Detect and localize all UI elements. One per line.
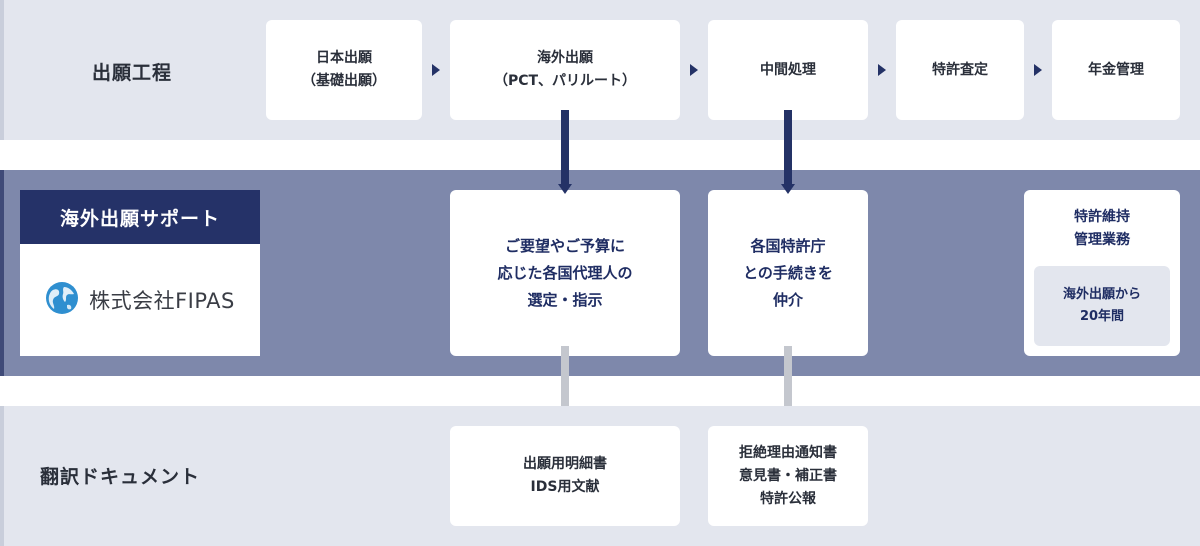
chevron-right-icon: [432, 64, 440, 76]
globe-icon: [45, 281, 79, 319]
process-step-foreign-filing: 海外出願 （PCT、パリルート）: [450, 20, 680, 120]
arrow-line-support-to-notice: [784, 346, 792, 420]
arrow-line-office-to-support: [784, 110, 792, 184]
translation-label: 翻訳ドキュメント: [40, 466, 201, 488]
company-logo: 株式会社FIPAS: [20, 244, 260, 356]
process-step-office-action: 中間処理: [708, 20, 868, 120]
company-card: 海外出願サポート 株式会社FIPAS: [20, 190, 260, 356]
arrow-line-foreign-to-support: [561, 110, 569, 184]
translation-box-rejection-notice: 拒絶理由通知書 意見書・補正書 特許公報: [708, 426, 868, 526]
chevron-right-icon: [878, 64, 886, 76]
arrow-down-icon: [558, 184, 572, 194]
maintenance-period: 海外出願から 20年間: [1034, 266, 1170, 346]
process-step-grant: 特許査定: [896, 20, 1024, 120]
process-edge: [0, 0, 4, 140]
company-name: 株式会社FIPAS: [89, 289, 235, 313]
support-header: 海外出願サポート: [20, 190, 260, 244]
chevron-right-icon: [690, 64, 698, 76]
support-box-agent-selection: ご要望やご予算に 応じた各国代理人の 選定・指示: [450, 190, 680, 356]
support-edge: [0, 170, 4, 376]
translation-edge: [0, 406, 4, 546]
process-step-japan-filing: 日本出願 （基礎出願）: [266, 20, 422, 120]
arrow-line-support-to-spec: [561, 346, 569, 420]
maintenance-card: 特許維持 管理業務 海外出願から 20年間: [1024, 190, 1180, 356]
chevron-right-icon: [1034, 64, 1042, 76]
translation-box-specification: 出願用明細書 IDS用文献: [450, 426, 680, 526]
maintenance-title: 特許維持 管理業務: [1074, 209, 1130, 248]
support-box-patent-office: 各国特許庁 との手続きを 仲介: [708, 190, 868, 356]
process-step-annuity: 年金管理: [1052, 20, 1180, 120]
arrow-down-icon: [781, 184, 795, 194]
process-label: 出願工程: [92, 62, 173, 84]
